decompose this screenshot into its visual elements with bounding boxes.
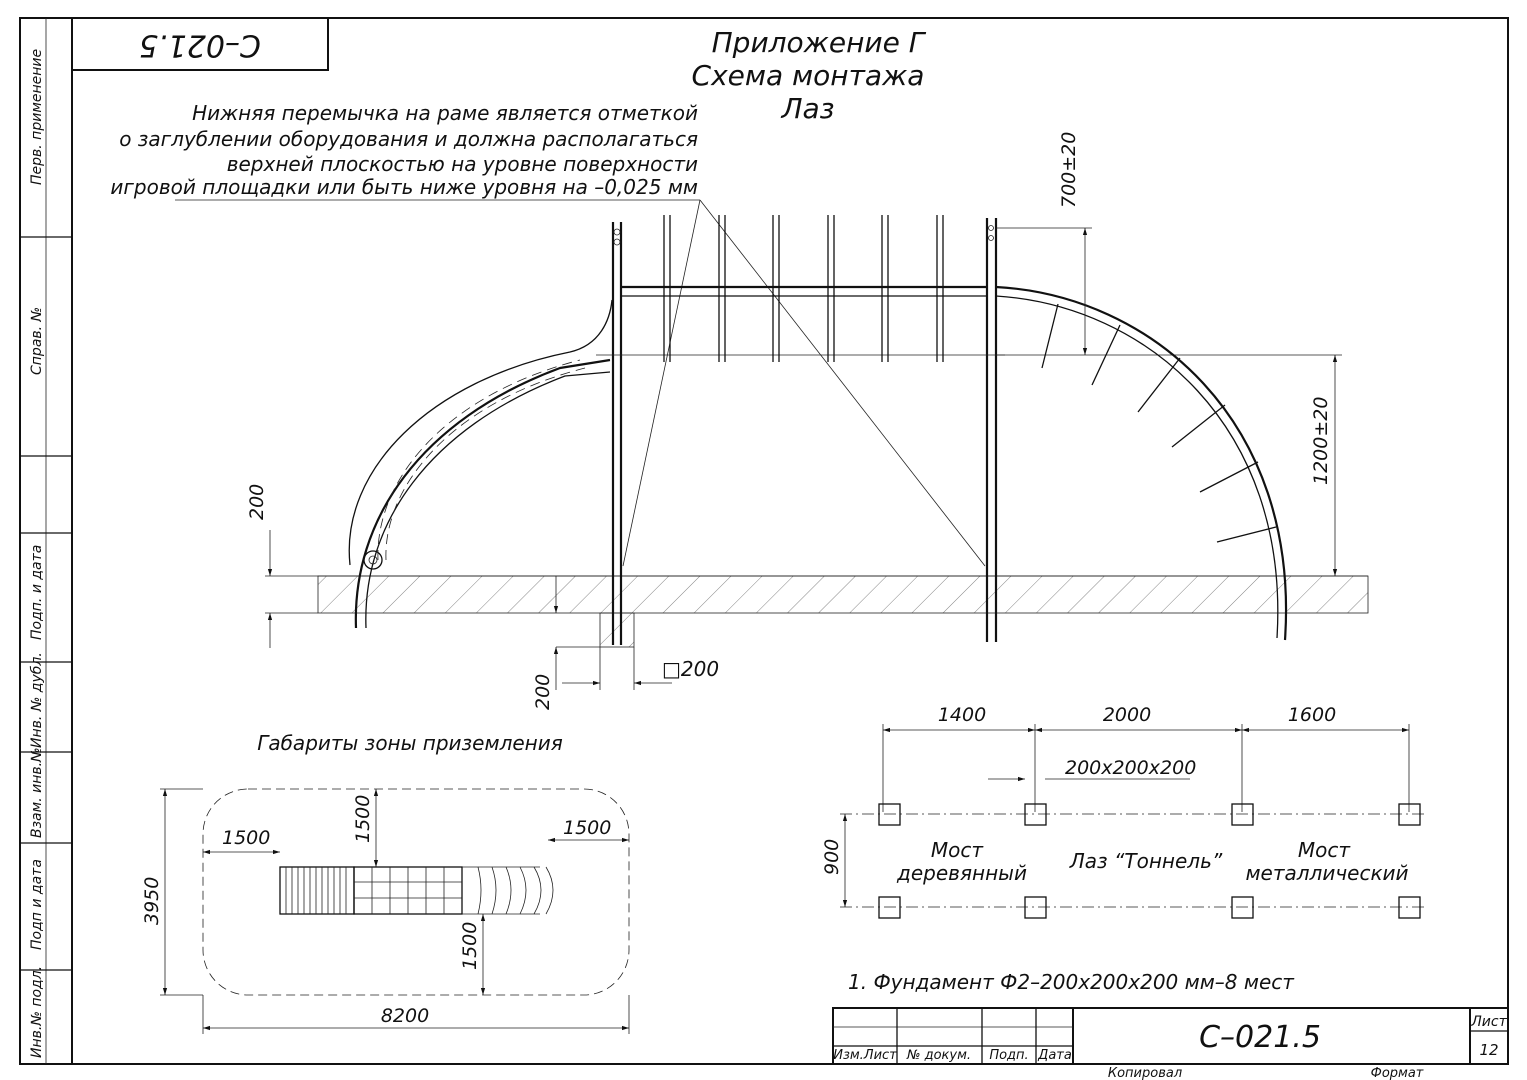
side-label-podp-1: Подп. и дата bbox=[29, 545, 45, 640]
title-block: Изм.Лист № докум. Подп. Дата С–021.5 Лис… bbox=[832, 1007, 1509, 1080]
foundation-note: 1. Фундамент Ф2–200х200х200 мм–8 мест bbox=[848, 970, 1295, 994]
landing-1500-bottom: 1500 bbox=[459, 922, 481, 970]
side-label-vzam: Взам. инв.№ bbox=[29, 747, 45, 838]
sheet-number: 12 bbox=[1479, 1041, 1498, 1059]
overhead-rungs bbox=[663, 215, 944, 362]
side-label-inv-dubl: Инв. № дубл. bbox=[29, 652, 45, 748]
copied-label: Копировал bbox=[1108, 1066, 1182, 1080]
dim-sq200-label: □200 bbox=[662, 657, 719, 681]
format-label: Формат bbox=[1371, 1066, 1424, 1080]
landing-1500-right: 1500 bbox=[563, 817, 611, 839]
ground-hatch bbox=[317, 575, 1369, 614]
dim-sq200: □200 bbox=[562, 647, 719, 690]
depth-note: Нижняя перемычка на раме является отметк… bbox=[110, 101, 986, 567]
label-bridge-metal-1: Мост bbox=[1298, 838, 1351, 862]
dim-700: 700±20 bbox=[996, 132, 1092, 355]
dim-700-label: 700±20 bbox=[1058, 132, 1080, 208]
note-leader-right bbox=[699, 199, 986, 567]
plan-2000: 2000 bbox=[1103, 704, 1151, 726]
landing-1500-top: 1500 bbox=[352, 795, 374, 843]
side-label-podp-2: Подп и дата bbox=[29, 859, 45, 950]
label-tunnel: Лаз “Тоннель” bbox=[1069, 849, 1223, 873]
note-leader-left bbox=[622, 199, 701, 567]
heading-line-2: Схема монтажа bbox=[692, 59, 925, 92]
side-label-sprav: Справ. № bbox=[29, 307, 45, 375]
heading-line-1: Приложение Г bbox=[712, 26, 927, 59]
label-bridge-wood-2: деревянный bbox=[896, 861, 1027, 885]
tb-izm-list: Изм.Лист bbox=[833, 1048, 897, 1063]
foundation-plan: 1400 2000 1600 200x200x200 900 Мост дере… bbox=[821, 704, 1425, 919]
note-line-2: о заглублении оборудования и должна расп… bbox=[119, 127, 698, 151]
dim-200-left: 200 bbox=[246, 484, 273, 648]
plan-1600: 1600 bbox=[1288, 704, 1336, 726]
plan-900: 900 bbox=[821, 839, 843, 875]
sheet-frame bbox=[19, 17, 1509, 1065]
heading: Приложение Г Схема монтажа Лаз bbox=[692, 26, 927, 125]
dim-200-bottom: 200 bbox=[532, 576, 600, 710]
landing-3950: 3950 bbox=[141, 877, 163, 925]
dim-1200: 1200±20 bbox=[1310, 355, 1338, 576]
equipment-footprint bbox=[279, 866, 554, 915]
note-line-4: игровой площадки или быть ниже уровня на… bbox=[110, 175, 698, 199]
note-line-1: Нижняя перемычка на раме является отметк… bbox=[192, 101, 698, 125]
plan-200x200x200: 200x200x200 bbox=[1065, 757, 1196, 779]
landing-1500-left: 1500 bbox=[222, 827, 270, 849]
tb-no-dokum: № докум. bbox=[906, 1048, 971, 1063]
tb-data: Дата bbox=[1037, 1048, 1072, 1063]
dim-1200-label: 1200±20 bbox=[1310, 397, 1332, 485]
rotated-sheet-code: С–021.5 bbox=[139, 28, 261, 63]
elevation-view: 700±20 1200±20 200 200 □200 bbox=[246, 132, 1369, 710]
label-bridge-metal-2: металлический bbox=[1245, 861, 1408, 885]
dim-200-bottom-label: 200 bbox=[532, 674, 554, 710]
note-line-3: верхней плоскостью на уровне поверхности bbox=[227, 152, 698, 176]
plan-1400: 1400 bbox=[938, 704, 986, 726]
landing-zone: Габариты зоны приземления bbox=[141, 731, 630, 1034]
post-left bbox=[611, 222, 623, 645]
landing-zone-title: Габариты зоны приземления bbox=[257, 731, 563, 755]
side-label-perv: Перв. применение bbox=[29, 49, 45, 185]
landing-8200: 8200 bbox=[381, 1005, 429, 1027]
post-right bbox=[985, 218, 998, 642]
sheet-code: С–021.5 bbox=[1199, 1020, 1321, 1055]
side-stamp: Перв. применение Справ. № Подп. и дата И… bbox=[29, 49, 45, 1058]
foundation-blocks bbox=[878, 803, 1421, 919]
side-label-inv-podl: Инв.№ подл. bbox=[29, 966, 45, 1058]
label-bridge-wood-1: Мост bbox=[931, 838, 984, 862]
heading-line-3: Лаз bbox=[780, 92, 834, 125]
right-curved-bridge bbox=[995, 285, 1288, 641]
sheet-label: Лист bbox=[1470, 1014, 1507, 1030]
tb-podp: Подп. bbox=[989, 1048, 1028, 1063]
top-code-box: С–021.5 bbox=[71, 17, 329, 71]
left-curved-bridge bbox=[348, 299, 613, 629]
foundation-pit bbox=[599, 612, 635, 648]
dim-200-left-label: 200 bbox=[246, 484, 268, 520]
landing-zone-outline bbox=[202, 788, 630, 996]
